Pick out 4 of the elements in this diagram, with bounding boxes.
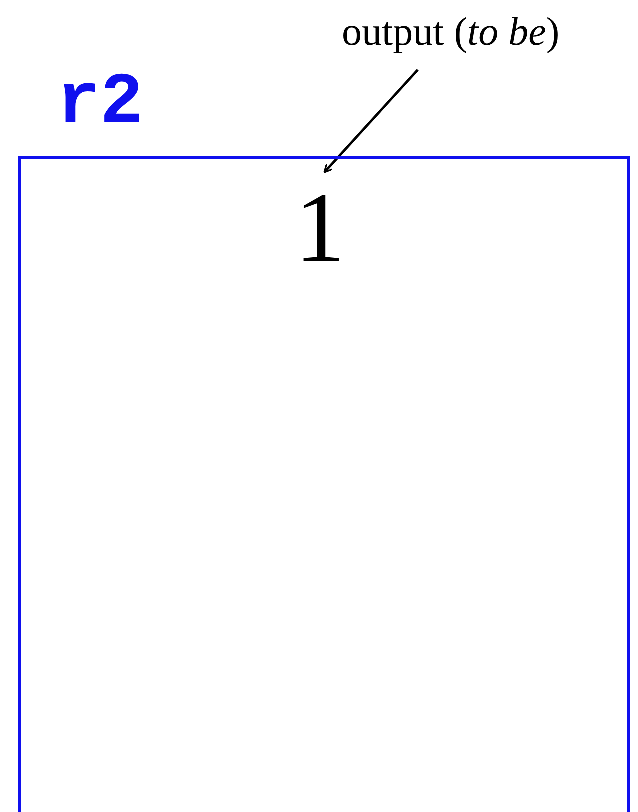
annotation-text: output (to be) bbox=[342, 10, 632, 60]
value-text: 1 bbox=[280, 178, 360, 270]
register-label: r2 bbox=[57, 67, 144, 139]
leader-line bbox=[324, 69, 419, 174]
